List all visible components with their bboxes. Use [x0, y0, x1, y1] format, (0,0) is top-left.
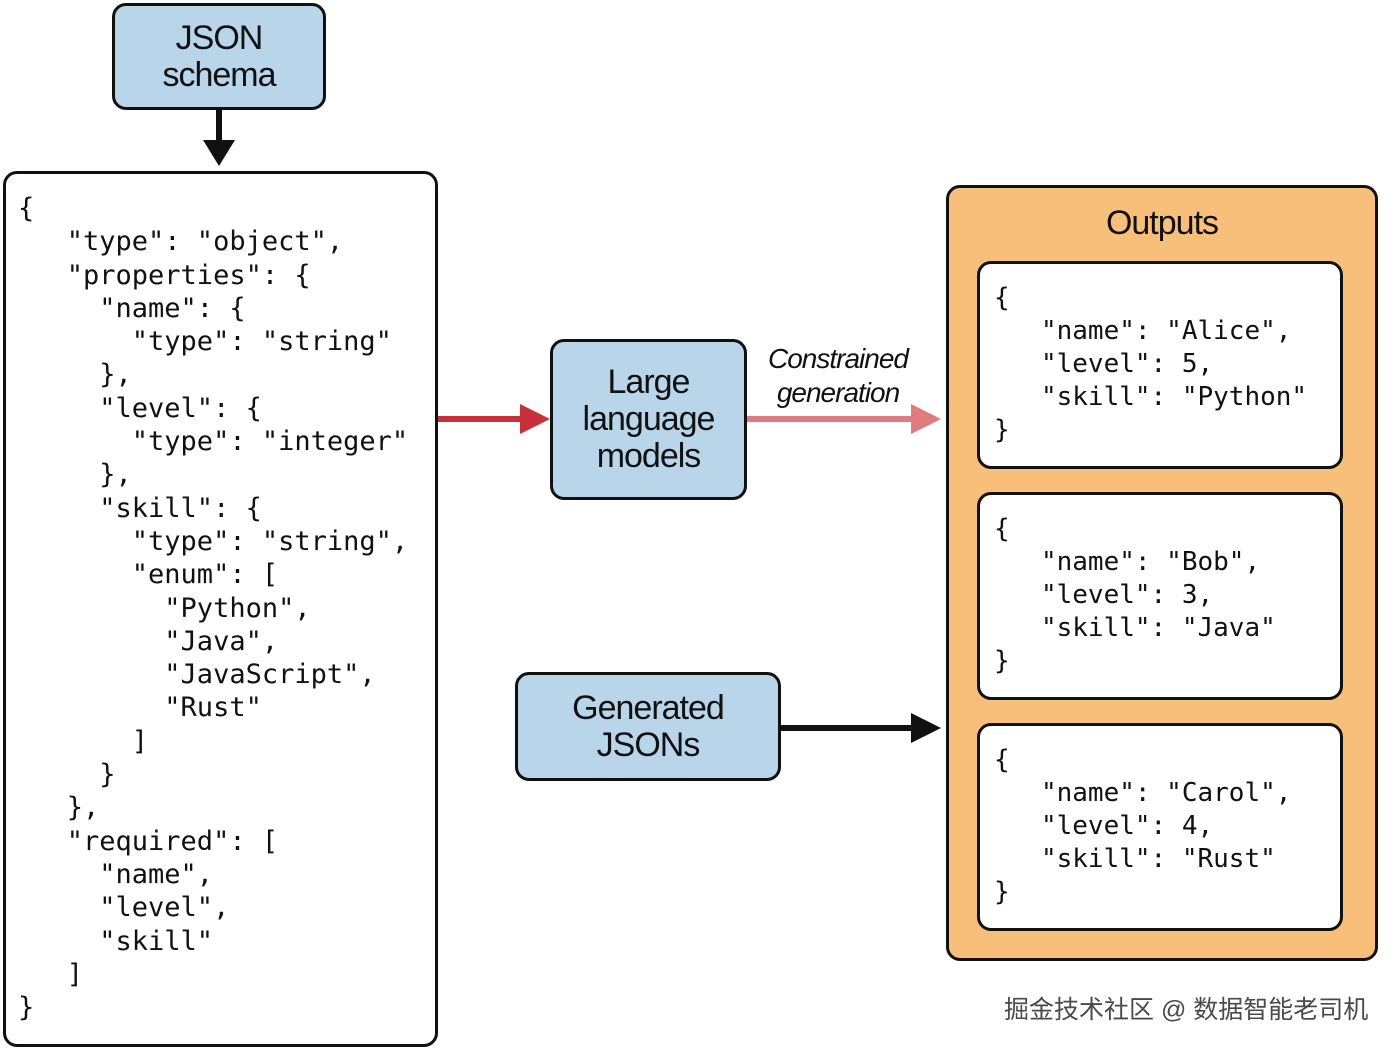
arrowhead-code-to-llm	[520, 404, 550, 434]
constrained-label-line: generation	[776, 377, 900, 408]
generated-jsons-node: Generated JSONs	[515, 672, 781, 781]
arrowhead-generated-to-outputs	[911, 713, 941, 743]
watermark-text: 掘金技术社区 @ 数据智能老司机	[1004, 996, 1369, 1024]
arrowhead-schema-to-code	[203, 140, 235, 166]
constrained-generation-label: Constrained generation	[752, 342, 924, 410]
llm-label-line: Large	[607, 363, 691, 401]
llm-node: Large language models	[550, 339, 747, 500]
llm-label-line: models	[596, 437, 702, 475]
output-card-bob: { "name": "Bob", "level": 3, "skill": "J…	[977, 492, 1343, 700]
output-card-alice: { "name": "Alice", "level": 5, "skill": …	[977, 261, 1343, 469]
schema-code-box	[3, 171, 438, 1047]
output-json: { "name": "Bob", "level": 3, "skill": "J…	[994, 514, 1276, 676]
arrowhead-llm-to-outputs	[911, 404, 941, 434]
llm-label-line: language	[582, 400, 716, 438]
output-json: { "name": "Carol", "level": 4, "skill": …	[994, 745, 1292, 907]
output-json: { "name": "Alice", "level": 5, "skill": …	[994, 283, 1308, 445]
schema-code: { "type": "object", "properties": { "nam…	[18, 193, 409, 1024]
output-card-carol: { "name": "Carol", "level": 4, "skill": …	[977, 723, 1343, 931]
constrained-label-line: Constrained	[768, 343, 909, 374]
generated-jsons-label: Generated JSONs	[572, 688, 725, 764]
json-schema-label: JSON schema	[162, 18, 276, 94]
outputs-title: Outputs	[1105, 204, 1219, 242]
json-schema-node: JSON schema	[112, 3, 326, 110]
